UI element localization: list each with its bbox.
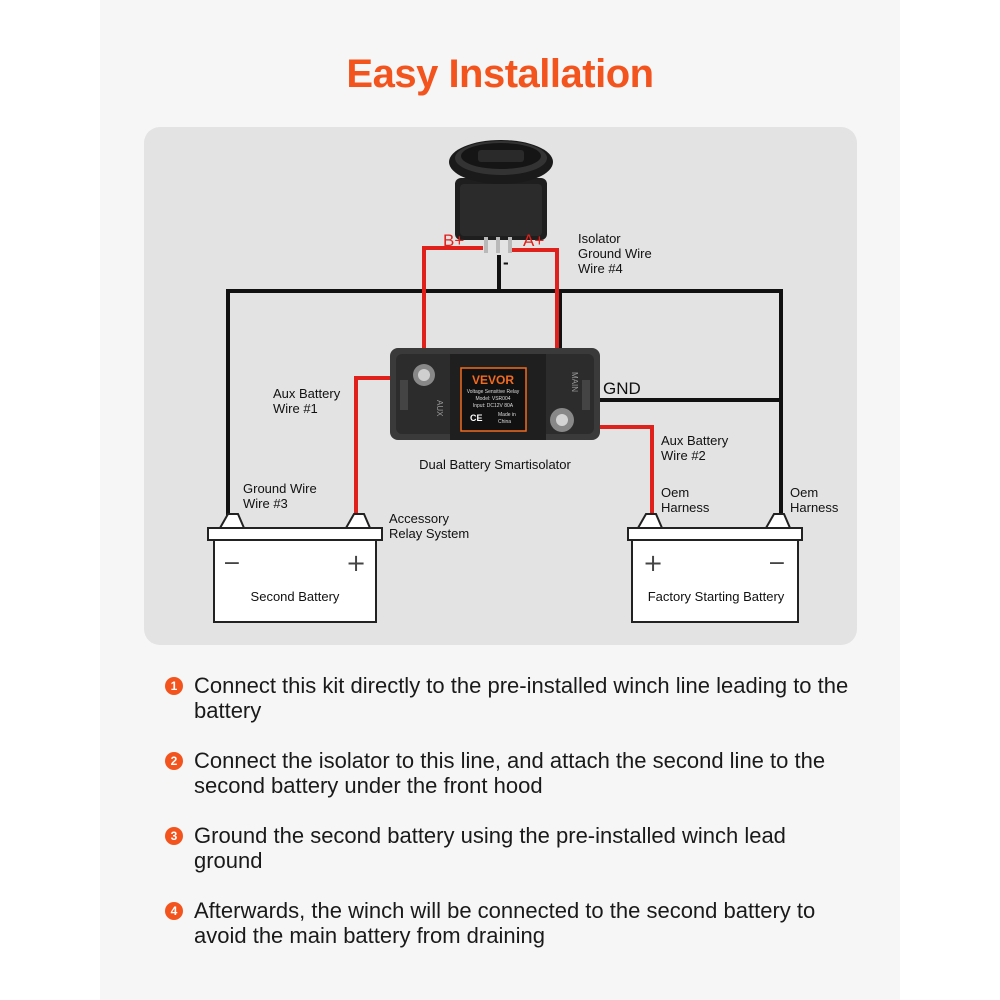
step-number-badge: 1 [165,677,183,695]
factory-battery-minus-icon: − [768,551,786,576]
isolator-ground-label-3: Wire #4 [578,261,623,276]
isolator-ground-label-1: Isolator [578,231,621,246]
factory-battery-label: Factory Starting Battery [648,589,785,604]
aux-wire2-label-2: Wire #2 [661,448,706,463]
step-text: Afterwards, the winch will be connected … [194,898,816,948]
second-battery-plus-icon: + [346,549,366,577]
oem-right-label-1: Oem [790,485,818,500]
main-port-label: MAIN [570,372,579,392]
oem-left-label-1: Oem [661,485,689,500]
step-number-badge: 3 [165,827,183,845]
oem-right-label-2: Harness [790,500,839,515]
gnd-label: GND [603,379,641,398]
isolator-device [390,348,600,440]
accessory-label-1: Accessory [389,511,449,526]
aux-port-label: AUX [435,400,444,417]
second-battery [207,513,383,623]
ground-wire3-label-1: Ground Wire [243,481,317,496]
isolator-ground-label-2: Ground Wire [578,246,652,261]
isolator-caption: Dual Battery Smartisolator [419,457,571,472]
step-text: Connect this kit directly to the pre-ins… [194,673,849,723]
brand-logo: VEVOR [472,373,514,387]
ground-wire3-label-2: Wire #3 [243,496,288,511]
step-text: Connect the isolator to this line, and a… [194,748,826,798]
aux-wire1-label-2: Wire #1 [273,401,318,416]
aux-wire1-label-1: Aux Battery [273,386,341,401]
device-spec-2: Model: VSR004 [475,396,510,402]
device-spec-1: Voltage Sensitive Relay [467,389,520,395]
second-battery-label: Second Battery [251,589,340,604]
second-battery-minus-icon: − [223,551,241,576]
minus-label: - [503,253,509,272]
aux-wire2-label-1: Aux Battery [661,433,729,448]
step-number-badge: 4 [165,902,183,920]
factory-battery-plus-icon: + [643,549,663,577]
voltmeter-switch [449,140,553,253]
b-plus-label: B+ [443,231,464,250]
factory-battery [627,513,803,623]
accessory-label-2: Relay System [389,526,469,541]
step-number-badge: 2 [165,752,183,770]
made-in-1: Made in [498,412,516,418]
a-plus-label: A+ [523,231,544,250]
page-title: Easy Installation [346,52,654,96]
ce-mark: CE [470,413,483,423]
device-spec-3: Input: DC12V 80A [473,403,514,409]
step-text: Ground the second battery using the pre-… [194,823,786,873]
oem-left-label-2: Harness [661,500,710,515]
made-in-2: China [498,419,511,425]
